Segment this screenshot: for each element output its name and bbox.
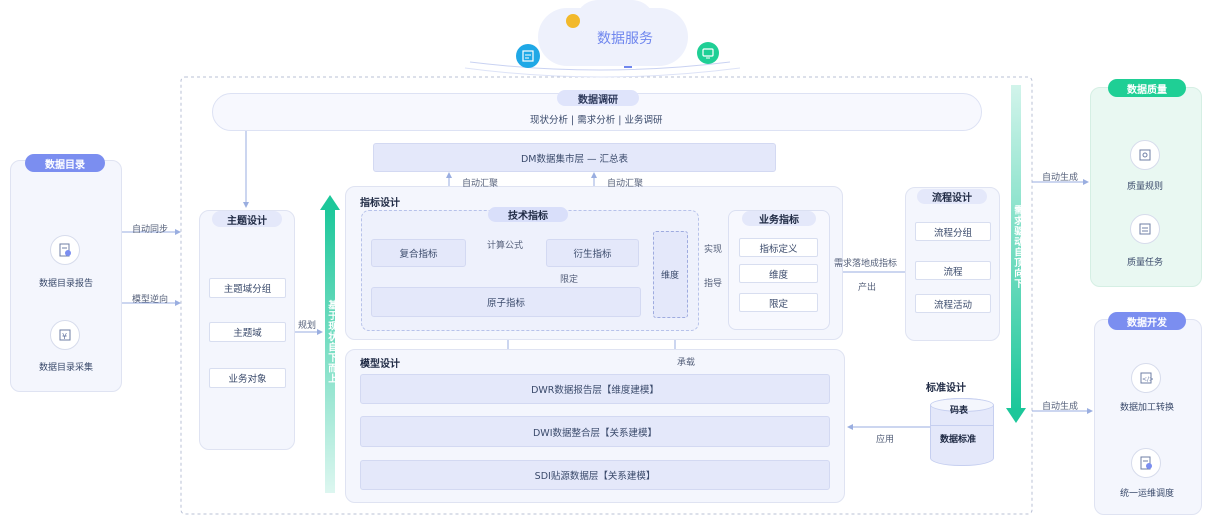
label-calc: 计算公式 [487, 241, 524, 251]
top-down-text: 需求驱动自顶向下 [1012, 205, 1023, 289]
dev-title: 数据开发 [1108, 312, 1186, 330]
label-realize: 实现 [704, 245, 723, 255]
tech-indicator-title: 技术指标 [488, 207, 568, 222]
label-carry: 承载 [677, 358, 696, 368]
flow-title: 流程设计 [917, 189, 987, 204]
dimension-label: 维度 [661, 271, 680, 281]
biz-indicator-title: 业务指标 [742, 211, 816, 226]
right-green-arrow-shaft [1011, 85, 1021, 410]
dev-schedule-label: 统一运维调度 [1119, 489, 1174, 499]
label-plan: 规划 [298, 321, 317, 331]
label-limit: 限定 [560, 275, 579, 285]
bottom-up-text: 基于现状自下而上 [326, 300, 337, 384]
biz-indicator-limit[interactable]: 限定 [739, 293, 818, 312]
svg-text:</>: </> [1142, 376, 1153, 383]
catalog-report-icon[interactable] [50, 235, 80, 265]
label-auto-sync: 自动同步 [132, 225, 169, 235]
svg-text:¥: ¥ [62, 332, 67, 341]
catalog-collect-label: 数据目录采集 [38, 363, 93, 373]
quality-rule-icon[interactable] [1130, 140, 1160, 170]
monitor-icon-glyph [702, 48, 714, 59]
derived-indicator[interactable]: 衍生指标 [546, 239, 639, 267]
standard-code-table: 码表 [950, 406, 969, 416]
label-auto-gen-1: 自动生成 [1042, 173, 1079, 183]
theme-domain[interactable]: 主题域 [209, 322, 286, 342]
report-icon-glyph [522, 50, 534, 62]
biz-indicator-definition[interactable]: 指标定义 [739, 238, 818, 257]
data-service-title: 数据服务 [597, 31, 653, 47]
monitor-icon [697, 42, 719, 64]
label-auto-gen-2: 自动生成 [1042, 402, 1079, 412]
theme-title: 主题设计 [212, 211, 282, 227]
research-title: 数据调研 [557, 90, 639, 106]
dm-layer: DM数据集市层 — 汇总表 [373, 143, 776, 172]
label-demand: 需求落地成指标 [834, 259, 898, 269]
label-auto-agg-2: 自动汇聚 [607, 179, 644, 189]
dev-transform-icon[interactable]: </> [1131, 363, 1161, 393]
indicator-title: 指标设计 [360, 198, 400, 209]
label-guide: 指导 [704, 279, 723, 289]
quality-panel [1090, 87, 1202, 287]
label-output: 产出 [858, 283, 877, 293]
label-model-reverse: 模型逆向 [132, 295, 169, 305]
standard-data-standard: 数据标准 [940, 435, 977, 445]
label-auto-agg-1: 自动汇聚 [462, 179, 499, 189]
left-green-arrow-shaft [325, 208, 335, 493]
standard-title: 标准设计 [926, 383, 966, 394]
dwr-layer[interactable]: DWR数据报告层【维度建模】 [360, 374, 830, 404]
model-title: 模型设计 [360, 359, 400, 370]
research-subtitle: 现状分析 | 需求分析 | 业务调研 [530, 115, 663, 126]
api-icon [566, 14, 580, 28]
quality-task-label: 质量任务 [1126, 258, 1163, 268]
quality-title: 数据质量 [1108, 79, 1186, 97]
catalog-report-label: 数据目录报告 [38, 279, 93, 289]
atomic-indicator[interactable]: 原子指标 [371, 287, 641, 317]
dev-schedule-icon[interactable] [1131, 448, 1161, 478]
theme-domain-group[interactable]: 主题域分组 [209, 278, 286, 298]
report-icon [516, 44, 540, 68]
flow-group[interactable]: 流程分组 [915, 222, 991, 241]
flow-process[interactable]: 流程 [915, 261, 991, 280]
quality-task-icon[interactable] [1130, 214, 1160, 244]
catalog-title: 数据目录 [25, 154, 105, 172]
quality-rule-label: 质量规则 [1126, 182, 1163, 192]
theme-biz-object[interactable]: 业务对象 [209, 368, 286, 388]
catalog-collect-icon[interactable]: ¥ [50, 320, 80, 350]
biz-indicator-dimension[interactable]: 维度 [739, 264, 818, 283]
dwi-layer[interactable]: DWI数据整合层【关系建模】 [360, 416, 830, 447]
dimension-box[interactable] [653, 231, 688, 318]
flow-activity[interactable]: 流程活动 [915, 294, 991, 313]
dev-transform-label: 数据加工转换 [1119, 403, 1174, 413]
composite-indicator[interactable]: 复合指标 [371, 239, 466, 267]
label-apply: 应用 [876, 435, 895, 445]
sdi-layer[interactable]: SDI贴源数据层【关系建模】 [360, 460, 830, 490]
catalog-panel [10, 160, 122, 392]
